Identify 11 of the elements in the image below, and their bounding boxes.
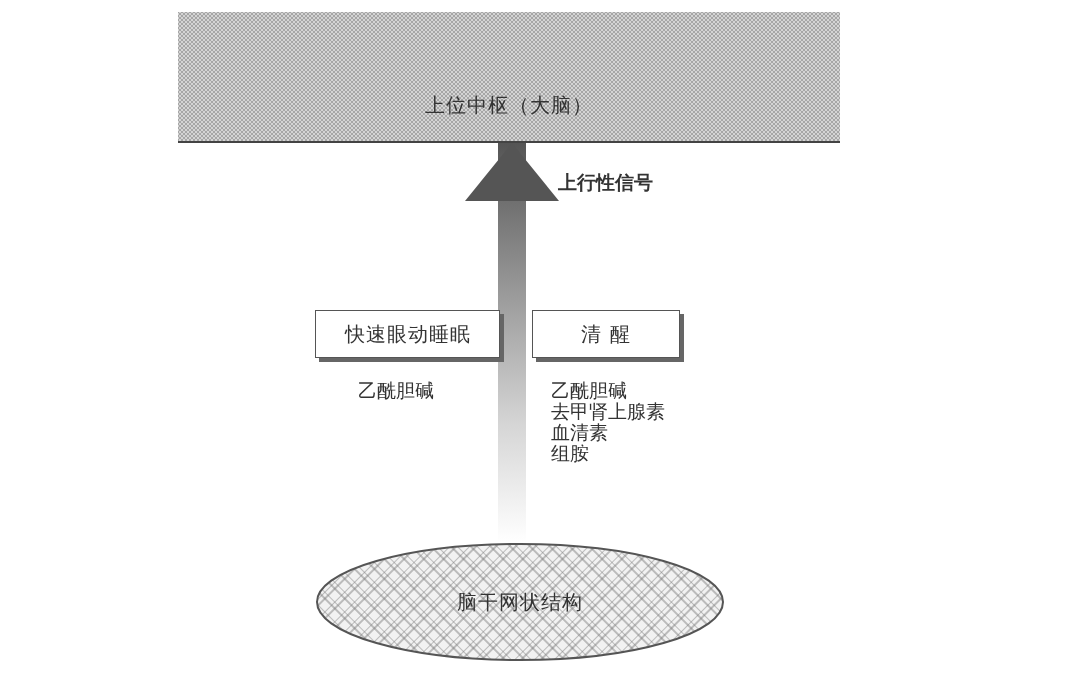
transmitter-label: 乙酰胆碱 <box>358 380 434 401</box>
transmitter-label: 血清素 <box>551 422 608 443</box>
node-label: 上位中枢（大脑） <box>425 92 593 119</box>
node-label: 脑干网状结构 <box>457 588 583 616</box>
transmitter-label: 去甲肾上腺素 <box>551 401 665 422</box>
transmitter-label: 乙酰胆碱 <box>551 380 627 401</box>
reticular-formation-ellipse <box>315 542 725 662</box>
transmitter-label: 组胺 <box>551 443 589 464</box>
node-label: 快速眼动睡眠 <box>344 320 471 348</box>
node-label: 清 醒 <box>581 320 631 348</box>
brain-band <box>178 12 840 143</box>
